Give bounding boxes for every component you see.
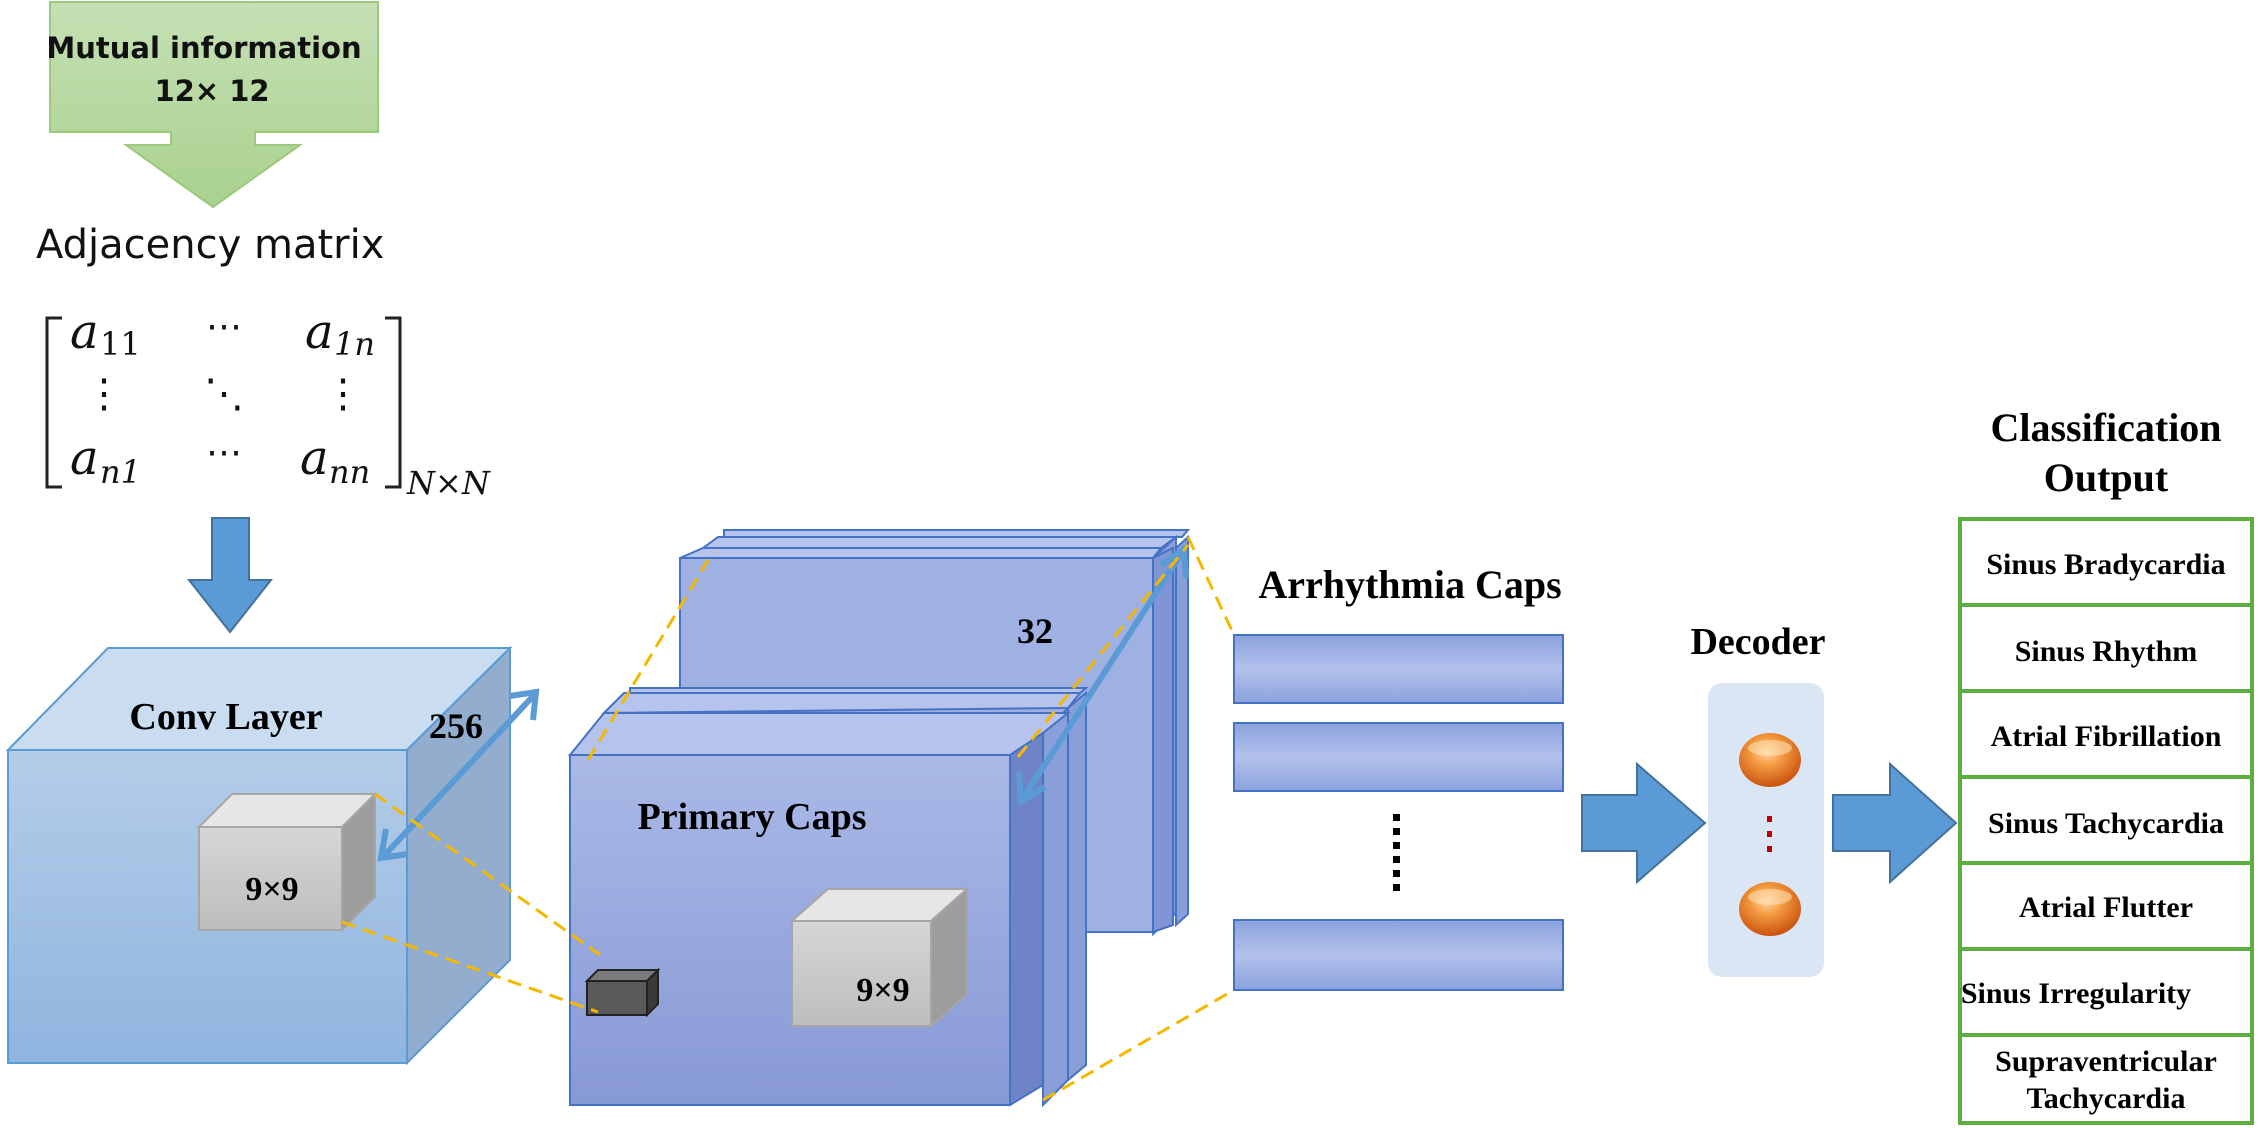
matrix-ann: a — [300, 430, 329, 486]
matrix-an1-sub: n1 — [100, 453, 141, 491]
conv-kernel-label: 9×9 — [245, 871, 298, 908]
decoder-neuron-bottom-highlight — [1748, 889, 1792, 905]
matrix-a11: a — [70, 304, 99, 360]
matrix-an1: a — [70, 430, 99, 486]
primary-kernel-front — [791, 920, 932, 1027]
conv-layer-title: Conv Layer — [129, 696, 322, 738]
primary-depth-arrow — [1019, 549, 1186, 802]
conv-depth-arrowhead-top — [509, 688, 540, 721]
class-cell-7 — [1958, 1033, 2254, 1125]
arrow-to-decoder — [1581, 761, 1707, 885]
adjacency-matrix-title: Adjacency matrix — [36, 222, 384, 268]
decoder-title: Decoder — [1690, 621, 1825, 663]
matrix-a11-sub: 11 — [100, 325, 141, 363]
conv-depth-arrow — [379, 691, 538, 861]
primary-front-plane-3-side — [1067, 690, 1087, 1083]
conv-layer-block: Conv Layer 9×9 256 — [5, 645, 540, 1066]
dash-conv-kernel-top — [374, 792, 601, 957]
arrhythmia-ellipsis — [1393, 814, 1400, 891]
mutual-information-arrow — [49, 1, 379, 209]
conv-kernel-side — [341, 791, 376, 933]
matrix-vdots-left: ⋮ — [84, 371, 124, 417]
class-label-sinus-rhythm: Sinus Rhythm — [2015, 635, 2198, 668]
dash-primary-to-back-right — [1016, 544, 1190, 758]
class-label-sinus-irregularity: Sinus Irregularity — [1961, 977, 2191, 1010]
conv-kernel-front — [198, 826, 343, 931]
dash-conv-kernel-bottom — [341, 920, 599, 1014]
primary-front-plane-2-side — [1042, 705, 1069, 1108]
arrow-to-output — [1832, 761, 1958, 885]
down-arrow-to-conv — [186, 517, 274, 634]
matrix-size-subscript: N×N — [406, 464, 491, 502]
arrhythmia-caps-title: Arrhythmia Caps — [1258, 562, 1561, 607]
primary-back-plane-1-side — [1152, 546, 1174, 934]
matrix-right-bracket — [385, 316, 402, 489]
primary-back-plane-2-top — [699, 536, 1180, 549]
adjacency-matrix: Adjacency matrix a 11 ⋯ a 1n ⋮ ⋱ ⋮ a n1 … — [36, 222, 491, 502]
mutual-information-size: 12× 12 — [154, 74, 269, 108]
matrix-ann-sub: nn — [329, 453, 370, 491]
classification-title-line2: Output — [2044, 455, 2169, 500]
primary-front-plane-2-top — [601, 692, 1083, 715]
primary-back-plane-3-top — [718, 529, 1191, 538]
class-label-supraventricular: Supraventricular — [1995, 1045, 2217, 1078]
dash-caps-bottom — [1042, 988, 1235, 1102]
decoder-ellipsis — [1767, 816, 1772, 852]
matrix-hdots-bottom: ⋯ — [206, 432, 242, 473]
small-capsule-side — [646, 967, 659, 1018]
dash-primary-to-back-left — [586, 551, 715, 761]
matrix-hdots-top: ⋯ — [206, 306, 242, 347]
primary-kernel-label: 9×9 — [856, 972, 909, 1009]
dashed-connectors — [341, 536, 1236, 1102]
primary-back-plane-1-top — [679, 547, 1164, 559]
primary-depth-label: 32 — [1017, 611, 1053, 651]
class-label-sinus-bradycardia: Sinus Bradycardia — [1986, 548, 2225, 581]
primary-caps-block: Primary Caps 9×9 32 — [567, 529, 1191, 1108]
matrix-left-bracket — [45, 316, 62, 489]
conv-depth-arrowhead-bottom — [377, 828, 409, 862]
small-capsule-front — [586, 980, 648, 1016]
primary-front-plane-1-side — [1009, 731, 1044, 1107]
primary-caps-title: Primary Caps — [637, 796, 866, 838]
decoder-neuron-top-highlight — [1748, 740, 1792, 756]
matrix-vdots-right: ⋮ — [323, 371, 363, 417]
decoder-block: Decoder — [1690, 621, 1826, 977]
mutual-information-block: Mutual information 12× 12 — [46, 1, 379, 209]
classification-output-block: Classification Output Sinus Bradycardia … — [1958, 405, 2254, 1125]
class-label-atrial-fibrillation: Atrial Fibrillation — [1991, 720, 2222, 753]
dash-caps-top — [1186, 536, 1236, 636]
arrhythmia-caps-block: Arrhythmia Caps — [1233, 562, 1564, 991]
class-label-atrial-flutter: Atrial Flutter — [2019, 891, 2193, 924]
primary-back-plane-3-side — [1175, 534, 1189, 928]
conv-depth-label: 256 — [429, 706, 483, 746]
primary-front-plane-1-top — [567, 712, 1071, 756]
primary-depth-arrowhead-bottom — [1016, 771, 1047, 807]
class-label-sinus-tachycardia: Sinus Tachycardia — [1988, 807, 2224, 840]
arrhythmia-capsule-n — [1233, 919, 1564, 991]
arrhythmia-capsule-1 — [1233, 634, 1564, 704]
classification-title-line1: Classification — [1990, 405, 2221, 450]
matrix-a1n-sub: 1n — [334, 325, 375, 363]
classification-table — [1958, 517, 2254, 1125]
matrix-a1n: a — [305, 304, 334, 360]
primary-kernel-side — [930, 886, 968, 1029]
class-label-tachycardia: Tachycardia — [2027, 1082, 2186, 1115]
matrix-ddots: ⋱ — [204, 371, 244, 417]
arrhythmia-capsule-2 — [1233, 722, 1564, 792]
mutual-information-label: Mutual information — [46, 31, 361, 65]
